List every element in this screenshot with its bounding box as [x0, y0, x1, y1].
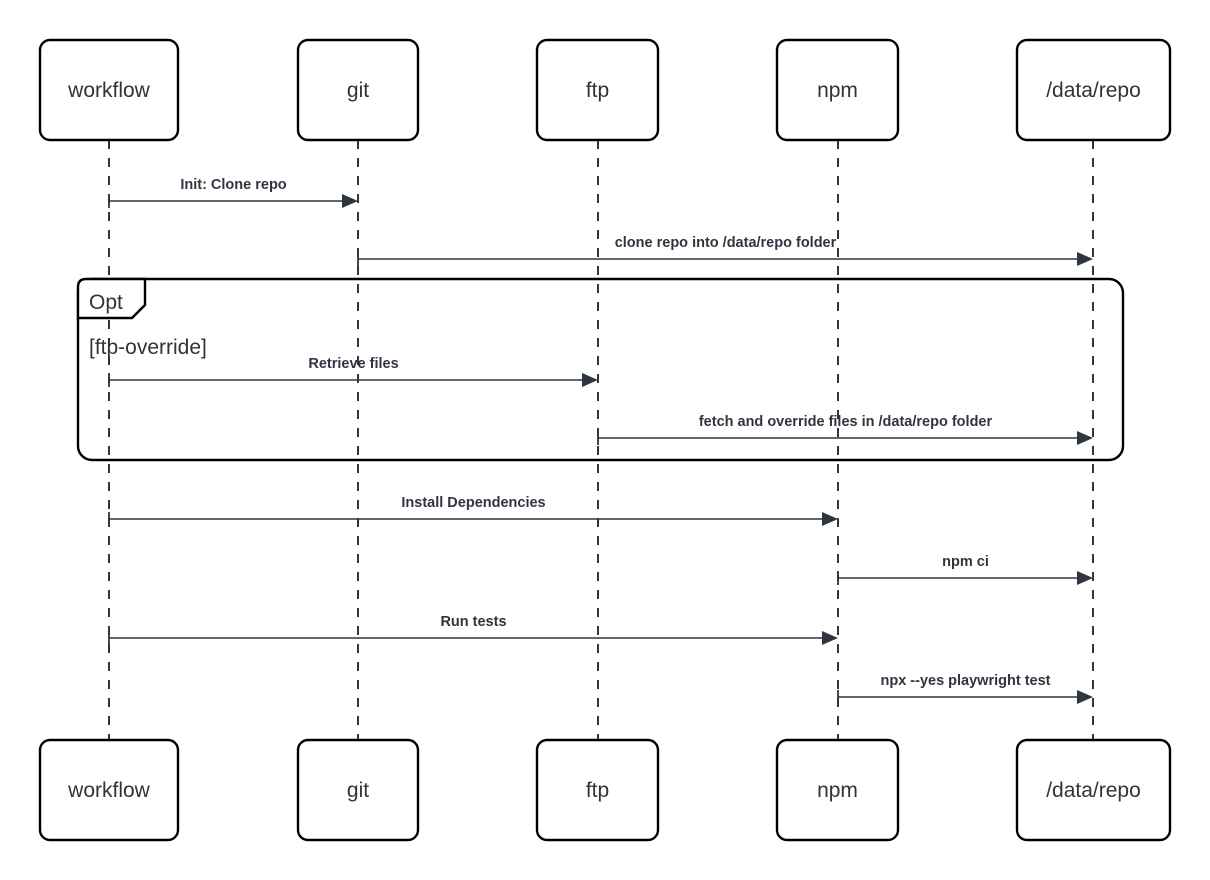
fragment-kind-label: Opt [89, 291, 123, 314]
lifelines-layer [108, 140, 1094, 740]
participant-label: git [347, 779, 369, 802]
fragment-condition-label: [ftp-override] [89, 336, 207, 359]
message-5: Install Dependencies [108, 495, 838, 526]
fragment-frame [76, 277, 1125, 462]
participant-workflow-bottom[interactable]: workflow [38, 738, 180, 842]
message-1: Init: Clone repo [108, 177, 358, 208]
participant-box[interactable] [296, 38, 420, 142]
participant-label: ftp [586, 79, 609, 102]
participant-git-top[interactable]: git [296, 38, 420, 142]
message-6: npm ci [837, 554, 1093, 585]
participant-label: ftp [586, 779, 609, 802]
participant-box[interactable] [38, 738, 180, 842]
participant-data_repo-bottom[interactable]: /data/repo [1015, 738, 1172, 842]
fragment-tab [76, 277, 147, 320]
arrowhead-icon [1077, 431, 1093, 445]
arrowhead-icon [1077, 571, 1093, 585]
message-label: Run tests [440, 614, 506, 630]
arrowhead-icon [342, 194, 358, 208]
arrowhead-icon [822, 512, 838, 526]
participant-box[interactable] [775, 738, 900, 842]
message-label: clone repo into /data/repo folder [615, 235, 837, 251]
participant-label: workflow [67, 779, 151, 802]
participant-box[interactable] [1015, 738, 1172, 842]
participant-box[interactable] [535, 38, 660, 142]
participant-ftp-top[interactable]: ftp [535, 38, 660, 142]
participant-label: git [347, 79, 369, 102]
participant-box[interactable] [38, 38, 180, 142]
message-label: Retrieve files [308, 356, 398, 372]
participant-npm-top[interactable]: npm [775, 38, 900, 142]
participant-label: npm [817, 779, 858, 802]
arrowhead-icon [1077, 690, 1093, 704]
message-label: npm ci [942, 554, 989, 570]
participant-npm-bottom[interactable]: npm [775, 738, 900, 842]
participant-label: /data/repo [1046, 79, 1141, 102]
participant-label: workflow [67, 79, 151, 102]
participant-box[interactable] [1015, 38, 1172, 142]
participant-label: npm [817, 79, 858, 102]
message-label: npx --yes playwright test [880, 673, 1050, 689]
participant-label: /data/repo [1046, 779, 1141, 802]
message-8: npx --yes playwright test [837, 673, 1093, 704]
message-label: fetch and override files in /data/repo f… [699, 414, 993, 430]
message-7: Run tests [108, 614, 838, 645]
arrowhead-icon [822, 631, 838, 645]
participant-git-bottom[interactable]: git [296, 738, 420, 842]
message-label: Init: Clone repo [180, 177, 286, 193]
participant-box[interactable] [296, 738, 420, 842]
message-2: clone repo into /data/repo folder [357, 235, 1093, 266]
fragment-opt: Opt [ftp-override] [76, 277, 1125, 462]
participant-box[interactable] [775, 38, 900, 142]
participants-layer: workflow workflow git git ftp ftp npm npm/data/… [38, 38, 1172, 842]
message-3: Retrieve files [108, 356, 598, 387]
message-label: Install Dependencies [401, 495, 545, 511]
messages-layer: Init: Clone repo clone repo into /data/re… [108, 177, 1093, 704]
arrowhead-icon [1077, 252, 1093, 266]
message-4: fetch and override files in /data/repo f… [597, 414, 1093, 445]
arrowhead-icon [582, 373, 598, 387]
participant-workflow-top[interactable]: workflow [38, 38, 180, 142]
participant-data_repo-top[interactable]: /data/repo [1015, 38, 1172, 142]
fragments-layer: Opt [ftp-override] [76, 277, 1125, 462]
participant-box[interactable] [535, 738, 660, 842]
participant-ftp-bottom[interactable]: ftp [535, 738, 660, 842]
